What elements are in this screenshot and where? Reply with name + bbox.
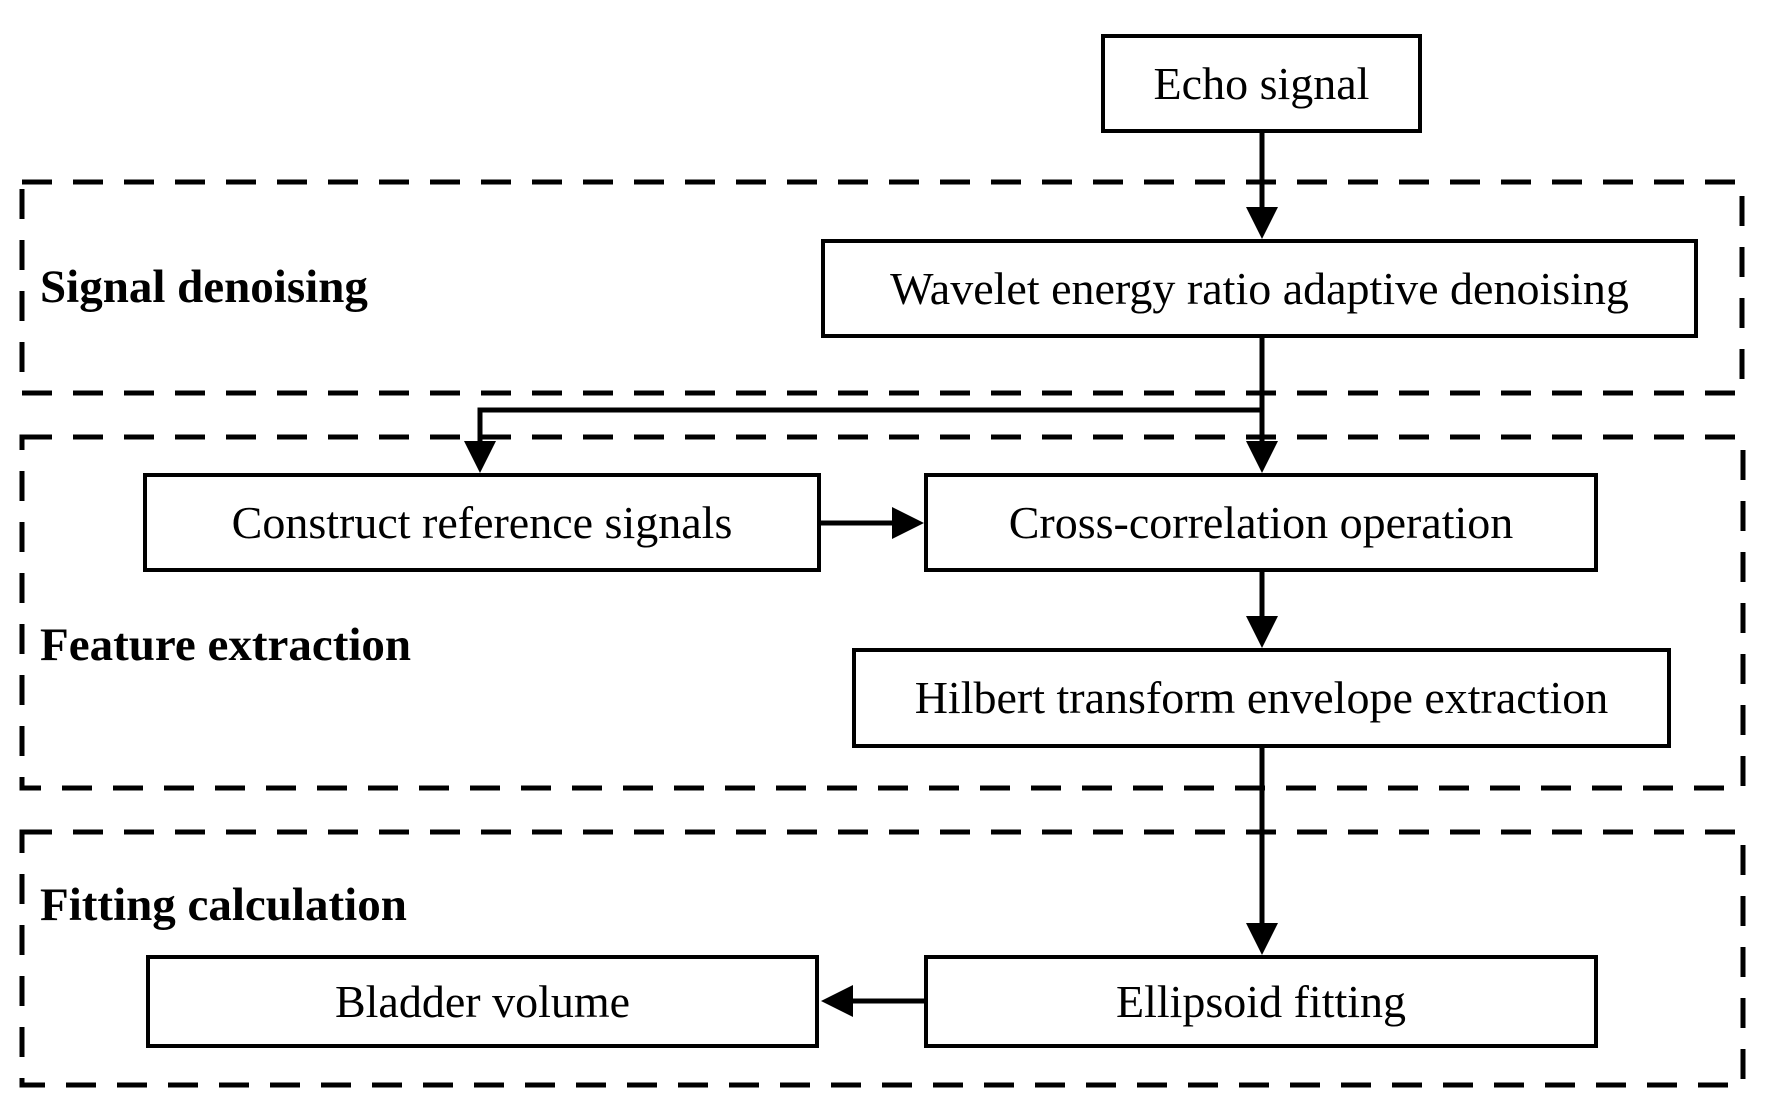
node-bladder-volume-label: Bladder volume	[334, 975, 631, 1027]
group-label-fitting-calculation: Fitting calculation	[40, 879, 407, 931]
node-echo-signal: Echo signal	[1101, 34, 1422, 133]
node-echo-signal-label: Echo signal	[1153, 57, 1370, 109]
arrow-crosscorr-to-hilbert-head	[1246, 616, 1278, 648]
fitting-calculation-group-border	[19, 829, 1746, 1088]
arrow-ellipsoid-to-bladder-head	[821, 985, 853, 1017]
arrow-denoise-to-crosscorr-head	[1246, 441, 1278, 473]
node-wavelet-denoising-label: Wavelet energy ratio adaptive denoising	[890, 262, 1629, 314]
node-cross-correlation-label: Cross-correlation operation	[1008, 496, 1514, 548]
node-hilbert-envelope-extraction-label: Hilbert transform envelope extraction	[914, 672, 1609, 723]
feature-extraction-group-border	[19, 434, 1746, 791]
node-bladder-volume: Bladder volume	[146, 955, 819, 1048]
arrow-hilbert-to-ellipsoid-head	[1246, 923, 1278, 955]
arrow-construct-to-crosscorr-head	[892, 507, 924, 539]
node-hilbert-envelope-extraction: Hilbert transform envelope extraction	[852, 648, 1671, 748]
node-ellipsoid-fitting-label: Ellipsoid fitting	[1115, 975, 1407, 1027]
arrow-echo-to-denoise-head	[1246, 207, 1278, 239]
group-label-feature-extraction: Feature extraction	[40, 619, 412, 671]
node-construct-reference-signals: Construct reference signals	[143, 473, 821, 572]
group-label-signal-denoising: Signal denoising	[40, 261, 368, 313]
node-wavelet-denoising: Wavelet energy ratio adaptive denoising	[821, 239, 1698, 338]
node-construct-reference-signals-label: Construct reference signals	[231, 496, 733, 548]
node-ellipsoid-fitting: Ellipsoid fitting	[924, 955, 1598, 1048]
node-cross-correlation: Cross-correlation operation	[924, 473, 1598, 572]
arrow-denoise-to-construct-line	[477, 407, 1262, 443]
arrow-denoise-to-construct-head	[464, 441, 496, 473]
